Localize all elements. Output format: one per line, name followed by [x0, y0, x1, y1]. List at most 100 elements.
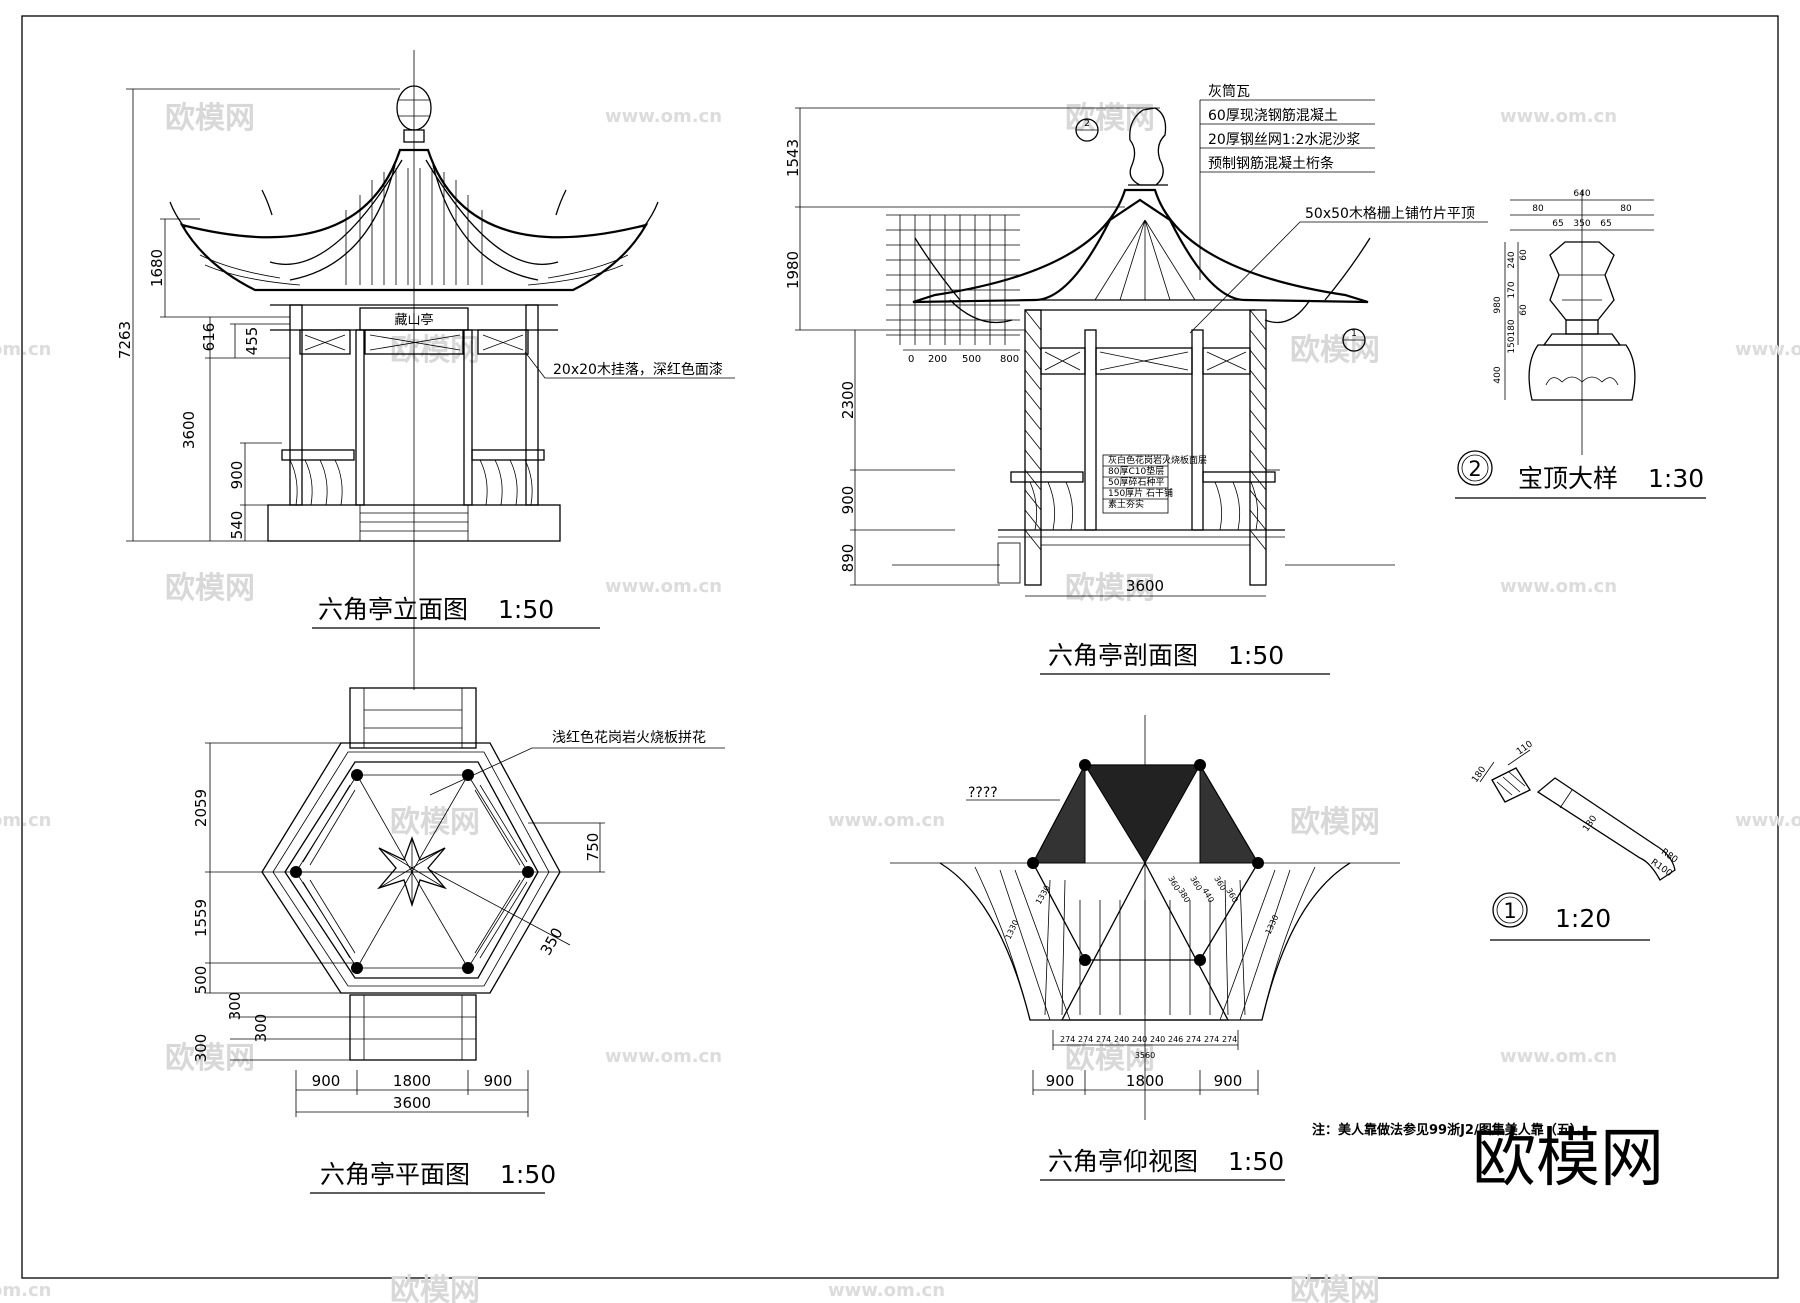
detail1-dim: 180 — [1470, 765, 1488, 785]
elevation-dim: 3600 — [180, 411, 198, 449]
ceiling-rafter-dim: 274 — [1204, 1035, 1219, 1044]
floor-layer: 80厚C10垫层 — [1108, 465, 1164, 477]
ceiling-diag-dim: 360 — [1224, 887, 1239, 905]
plan-dim-bottom: 1800 — [393, 1072, 431, 1090]
section-roof — [912, 188, 1369, 304]
floor-layer: 素土夯实 — [1108, 498, 1144, 510]
ceiling-dim-bottom: 900 — [1214, 1072, 1243, 1090]
elevation-dim: 1680 — [148, 249, 166, 287]
finial-dim-side: 180 — [1507, 319, 1517, 336]
watermark-url: www.om.cn — [1500, 1046, 1617, 1067]
ceiling-rafter-dim: 246 — [1168, 1035, 1183, 1044]
watermark-url: www.om.cn — [1735, 339, 1800, 360]
watermark-url: www.om.cn — [1735, 810, 1800, 831]
section-detail-callout-number: 2 — [1084, 119, 1090, 129]
ceiling-rafters-dark — [1032, 764, 1086, 864]
ceiling-diag-dim: 380 — [1176, 887, 1191, 905]
general-note: 注：美人靠做法参见99浙J2/图集美人靠（五）。 — [1312, 1122, 1589, 1138]
detail1-scale: 1:20 — [1555, 904, 1611, 933]
ceiling-rafter-dim: 240 — [1114, 1035, 1129, 1044]
ceiling-rafter-dim: 274 — [1222, 1035, 1237, 1044]
ceiling-rafter-dim: 274 — [1078, 1035, 1093, 1044]
section-grid-scale: 800 — [1000, 354, 1019, 365]
ceiling-label: ???? — [968, 785, 998, 801]
watermark-url: om.cn — [0, 810, 51, 831]
roof-layer: 灰筒瓦 — [1208, 83, 1250, 100]
elevation-dim: 616 — [200, 323, 218, 352]
watermark-url: www.om.cn — [828, 1280, 945, 1301]
ceiling-column — [1079, 759, 1091, 771]
elevation-note: 20x20木挂落，深红色面漆 — [553, 361, 723, 378]
floor-layer: 50厚碎石种平 — [1108, 476, 1164, 488]
plan-outer-hexagon — [261, 742, 561, 994]
ceiling-dim-bottom: 900 — [1046, 1072, 1075, 1090]
ceiling-rafter-total: 3560 — [1135, 1051, 1155, 1060]
section-wall — [1024, 309, 1042, 586]
ceiling-rafters-dark — [1084, 764, 1201, 864]
ceiling-dim-bottom: 1800 — [1126, 1072, 1164, 1090]
ceiling-rafter-dim: 240 — [1132, 1035, 1147, 1044]
section-drawing: 0 200 500 800 — [784, 83, 1488, 675]
watermark-brand: 欧模网 — [1290, 333, 1380, 368]
section-cut-callout-number: 1 — [1351, 329, 1357, 339]
finial-callout-number: 2 — [1468, 457, 1481, 481]
section-ceiling-note: 50x50木格栅上铺竹片平顶 — [1305, 206, 1475, 222]
finial-body — [1549, 241, 1615, 321]
ceiling-diag-dim: 440 — [1200, 887, 1215, 905]
plan-inner-hexagon — [284, 761, 539, 979]
ceiling-rafter-dim: 274 — [1096, 1035, 1111, 1044]
plan-steps-bottom — [349, 994, 477, 1061]
plan-dim-left: 300 — [226, 992, 244, 1021]
finial-dim-side: 400 — [1493, 366, 1503, 383]
finial-dim-top: 350 — [1573, 219, 1590, 229]
roof-layer: 预制钢筋混凝土桁条 — [1208, 155, 1334, 172]
plan-column — [351, 769, 363, 781]
finial-dim-side: 60 — [1519, 249, 1529, 261]
watermark-brand: 欧模网 — [390, 1273, 480, 1303]
plan-note: 浅红色花岗岩火烧板拼花 — [552, 729, 706, 746]
ceiling-column — [1252, 857, 1264, 869]
finial-dim-side: 60 — [1519, 304, 1529, 316]
elevation-lattice — [299, 329, 351, 355]
ceiling-rafters-dark — [1199, 763, 1259, 864]
plan-dim-left: 1559 — [192, 899, 210, 937]
elevation-dim: 455 — [243, 327, 261, 356]
ceiling-rafter-dim: 240 — [1150, 1035, 1165, 1044]
roof-layer: 60厚现浇钢筋混凝土 — [1208, 107, 1338, 124]
finial-dim-side: 150 — [1507, 336, 1517, 353]
watermark-brand: 欧模网 — [1290, 1273, 1380, 1303]
section-dim: 890 — [839, 544, 857, 573]
finial-dim-top: 640 — [1573, 189, 1590, 199]
section-grid-scale: 200 — [928, 354, 947, 365]
finial-dim-side: 240 — [1507, 251, 1517, 268]
detail1-drawing: 180 110 180 R80 R100 1 1:20 — [1470, 739, 1679, 941]
section-roof-notes: 灰筒瓦 60厚现浇钢筋混凝土 20厚钢丝网1:2水泥沙浆 预制钢筋混凝土桁条 5… — [1189, 83, 1488, 334]
watermark-brand: 欧模网 — [165, 571, 255, 606]
plan-column — [462, 769, 474, 781]
section-dim-bottom: 3600 — [1126, 577, 1164, 595]
detail1-dim: 110 — [1515, 739, 1535, 757]
watermark-url: www.om.cn — [605, 1046, 722, 1067]
section-dim: 2300 — [839, 381, 857, 419]
finial-dim-top: 80 — [1620, 204, 1632, 214]
watermark-brand: 欧模网 — [1065, 101, 1155, 136]
section-column — [1084, 329, 1097, 531]
elevation-bench — [281, 449, 355, 461]
elevation-base — [267, 504, 561, 542]
ceiling-diag-dim: 1330 — [1004, 919, 1021, 941]
watermark-brand: 欧模网 — [1290, 805, 1380, 840]
plan-steps-top — [349, 687, 477, 749]
section-dim: 1980 — [784, 251, 802, 289]
plan-dim-left: 2059 — [192, 789, 210, 827]
finial-detail: 640 80 65 350 65 80 980 240 170 60 60 18… — [1455, 189, 1706, 499]
ceiling-diag-dim: 1330 — [1264, 914, 1281, 936]
watermark-url: www.om.cn — [828, 810, 945, 831]
plan-dim-bottom: 900 — [312, 1072, 341, 1090]
section-dim: 1543 — [784, 139, 802, 177]
watermark-url: www.om.cn — [1500, 106, 1617, 127]
section-column — [1191, 329, 1204, 531]
watermark-logo: 欧模网 — [1472, 1122, 1664, 1196]
